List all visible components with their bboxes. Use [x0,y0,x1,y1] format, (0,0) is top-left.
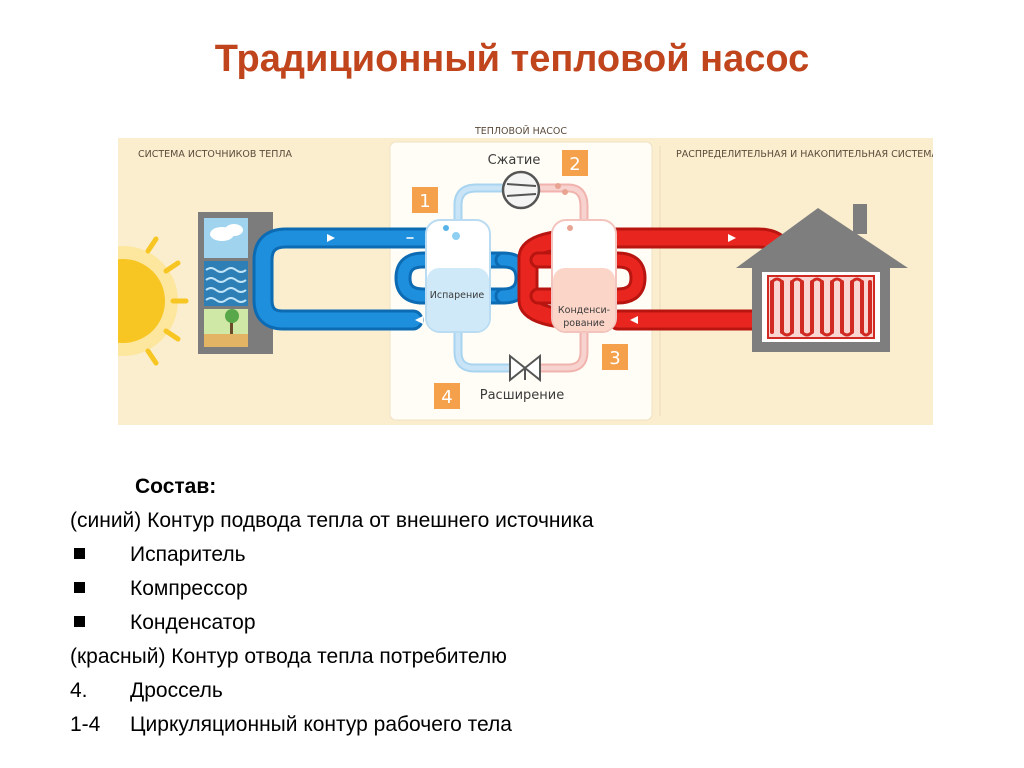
list-item: Конденсатор [70,608,256,638]
list-item: (красный) Контур отвода тепла потребител… [70,642,507,672]
label-evaporation: Испарение [430,290,485,301]
step-badge-4: 4 [434,383,460,409]
refrigerant-circuit [453,183,589,373]
svg-text:3: 3 [609,348,620,369]
red-flow-arrows [630,234,736,324]
list-item: Испаритель [70,540,246,570]
condenser-tank [551,219,617,333]
label-distribution-system: РАСПРЕДЕЛИТЕЛЬНАЯ И НАКОПИТЕЛЬНАЯ СИСТЕМ… [676,149,933,160]
list-item-text: Дроссель [130,679,223,702]
list-item: 1-4 Циркуляционный контур рабочего тела [70,710,512,740]
radiator-icon [767,275,875,339]
compressor-icon [501,170,568,210]
list-item: 4. Дроссель [70,676,223,706]
label-compression: Сжатие [488,153,541,168]
heat-pump-diagram: ТЕПЛОВОЙ НАСОС СИСТЕМА ИСТОЧНИКОВ ТЕПЛА … [118,120,933,425]
svg-text:2: 2 [569,154,580,175]
label-condensation-2: рование [563,318,605,329]
label-source-system: СИСТЕМА ИСТОЧНИКОВ ТЕПЛА [138,149,293,160]
list-item-text: Компрессор [130,577,248,600]
list-item: Компрессор [70,574,248,604]
list-item-marker: 4. [70,679,88,702]
expansion-valve-icon [509,353,541,383]
list-item-text: (красный) Контур отвода тепла потребител… [70,645,507,668]
list-item-marker: 1-4 [70,713,101,736]
list-item: (синий) Контур подвода тепла от внешнего… [70,506,594,536]
environment-source-icon [198,212,273,354]
square-bullet-icon [74,548,85,559]
list-item-text: Конденсатор [130,611,256,634]
composition-heading: Состав: [135,475,217,498]
evaporator-tank [425,219,491,333]
list-item-text: Испаритель [130,543,246,566]
sun-icon [118,236,189,366]
list-item-text: Циркуляционный контур рабочего тела [130,713,512,736]
step-badge-1: 1 [412,187,438,213]
square-bullet-icon [74,582,85,593]
square-bullet-icon [74,616,85,627]
label-expansion: Расширение [480,388,565,403]
label-heat-pump: ТЕПЛОВОЙ НАСОС [474,125,567,137]
step-badge-2: 2 [562,150,588,176]
list-item-text: (синий) Контур подвода тепла от внешнего… [70,509,594,532]
step-badge-3: 3 [602,344,628,370]
slide-title: Традиционный тепловой насос [214,38,810,80]
label-condensation-1: Конденси- [558,305,610,316]
svg-text:1: 1 [419,191,430,212]
svg-text:4: 4 [441,387,452,408]
